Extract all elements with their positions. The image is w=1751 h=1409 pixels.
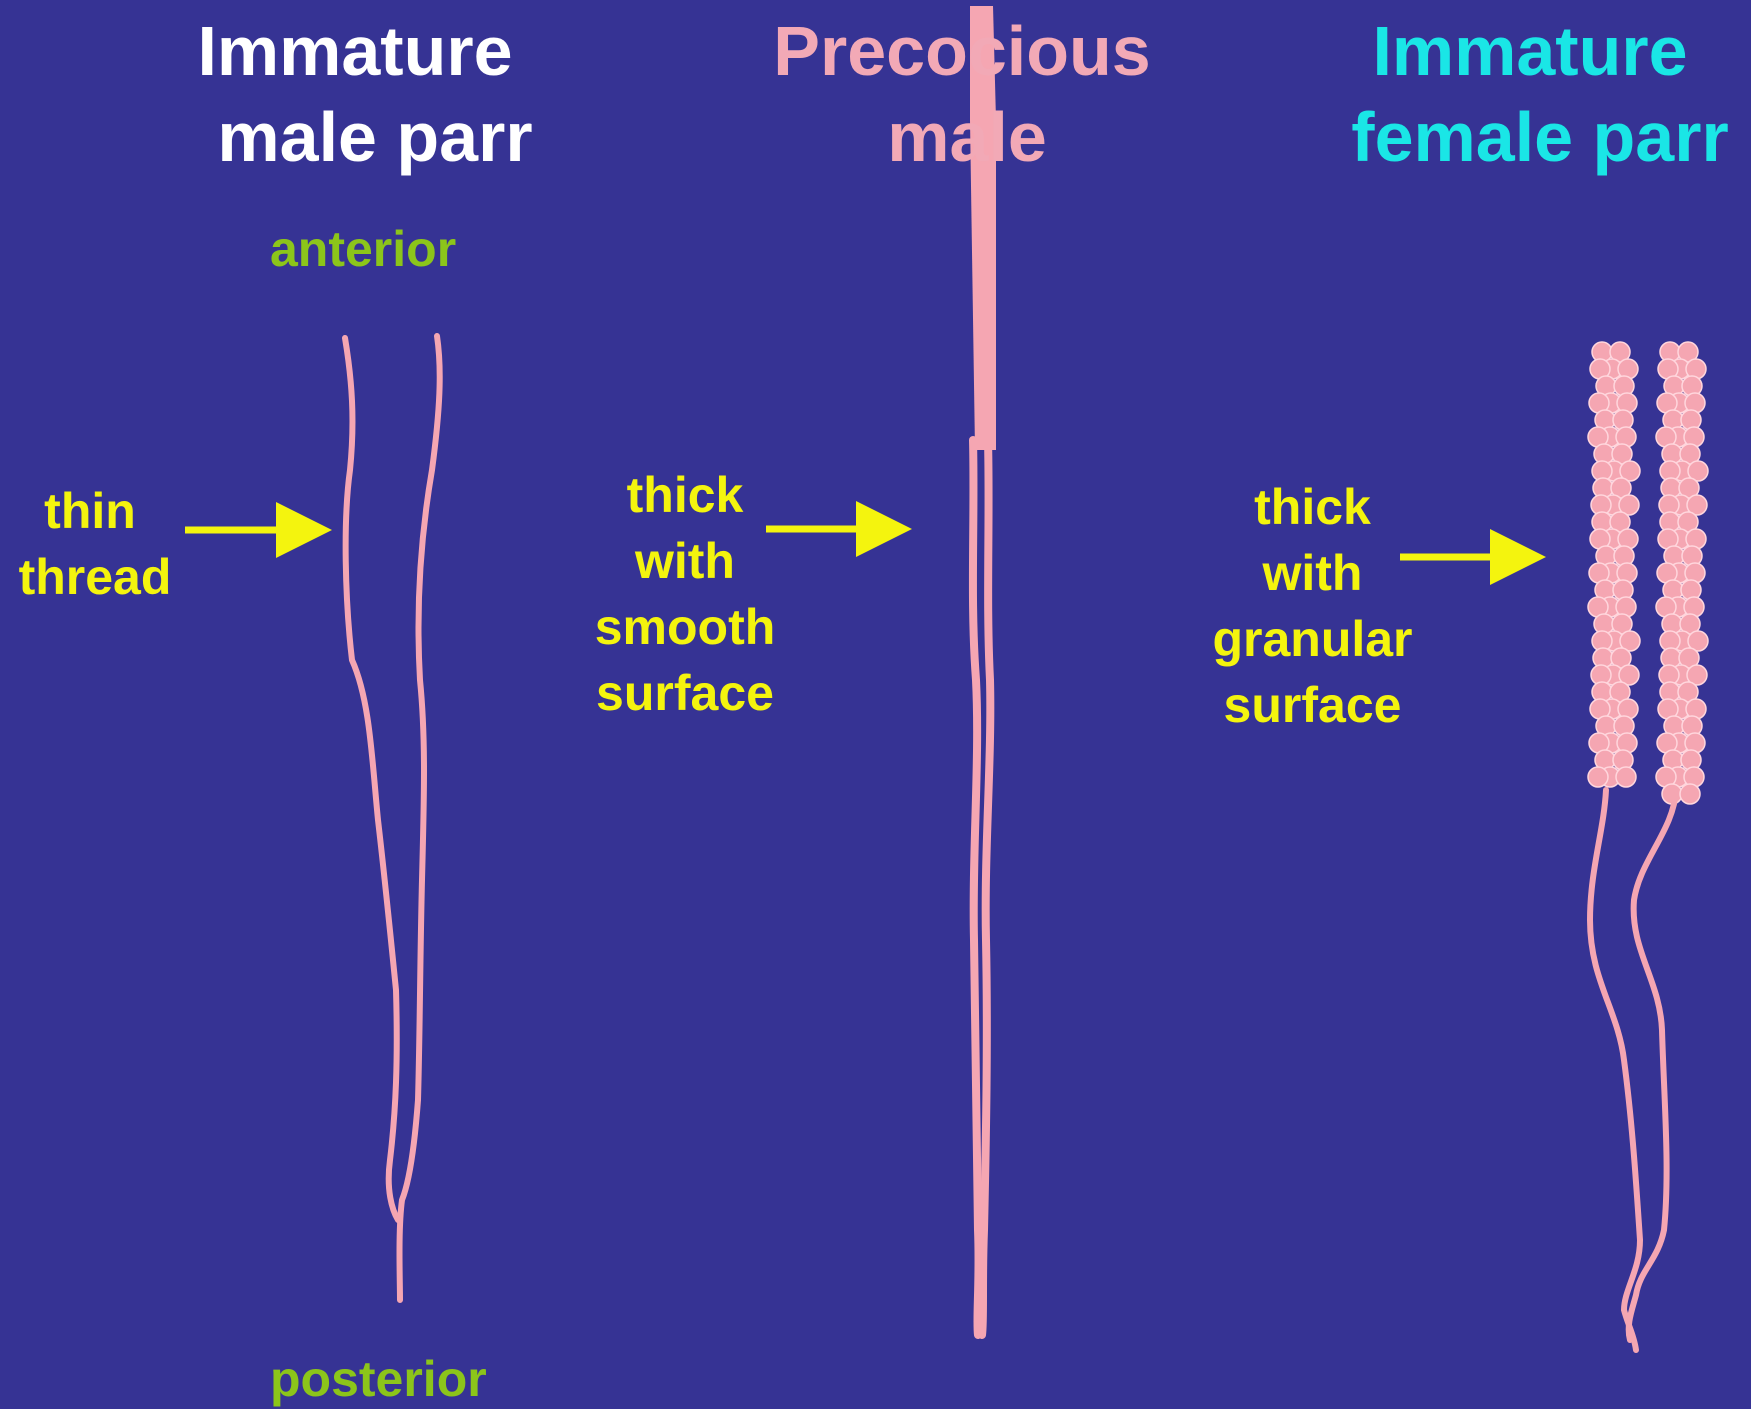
precocious-testis-left xyxy=(973,440,979,1335)
title-immature-male-parr: Immature male parr xyxy=(160,8,580,180)
label-line: with xyxy=(1190,540,1435,606)
male-parr-right-lobe xyxy=(400,336,440,1300)
title-precocious-male: Precocious male xyxy=(752,8,1172,180)
label-line: thick xyxy=(570,462,800,528)
label-posterior: posterior xyxy=(270,1350,487,1408)
title-line: Immature xyxy=(1330,8,1750,94)
female-left-oviduct xyxy=(1590,790,1640,1350)
label-thin-thread: thin thread xyxy=(5,478,185,610)
title-line: Immature xyxy=(160,8,580,94)
title-immature-female-parr: Immature female parr xyxy=(1330,8,1750,180)
male-parr-left-lobe xyxy=(345,338,398,1220)
label-line: thin xyxy=(5,478,185,544)
ovary-granule xyxy=(1680,784,1700,804)
female-right-ovary-granules xyxy=(1656,342,1708,804)
ovary-granule xyxy=(1616,767,1636,787)
precocious-male-gonad xyxy=(970,6,996,1335)
label-line: thread xyxy=(5,544,185,610)
title-line: male parr xyxy=(160,94,580,180)
title-line: male xyxy=(752,94,1172,180)
label-thick-smooth: thick with smooth surface xyxy=(570,462,800,726)
label-line: with xyxy=(570,528,800,594)
label-line: thick xyxy=(1190,474,1435,540)
label-line: granular xyxy=(1190,606,1435,672)
female-parr-gonad xyxy=(1588,342,1708,1350)
label-anterior: anterior xyxy=(270,220,456,278)
female-left-ovary-granules xyxy=(1588,342,1640,787)
label-line: smooth xyxy=(570,594,800,660)
ovary-granule xyxy=(1588,767,1608,787)
label-line: surface xyxy=(1190,672,1435,738)
label-thick-granular: thick with granular surface xyxy=(1190,474,1435,738)
label-line: surface xyxy=(570,660,800,726)
precocious-testis-right xyxy=(982,440,990,1335)
title-line: female parr xyxy=(1330,94,1750,180)
male-parr-gonad xyxy=(345,336,440,1300)
title-line: Precocious xyxy=(752,8,1172,94)
